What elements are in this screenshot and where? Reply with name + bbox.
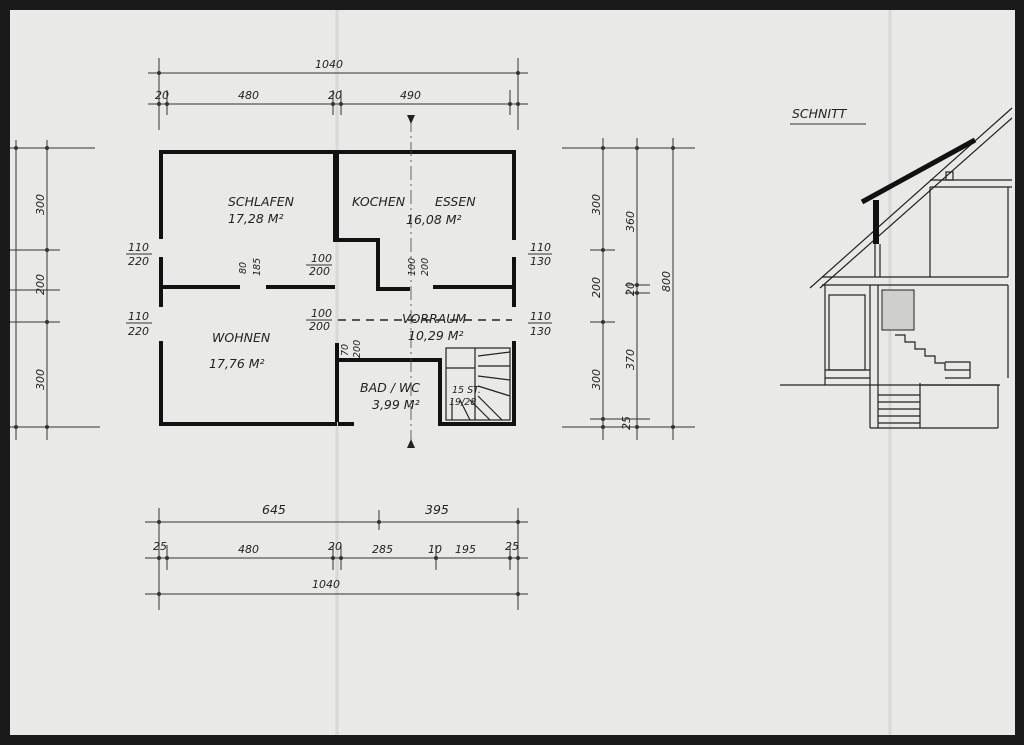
door-kitchen-dim: 100 <box>407 258 418 276</box>
room-area-essen: 16,08 M² <box>406 212 462 227</box>
opening-right-lower-bottom: 130 <box>530 325 551 338</box>
room-name-vorraum: VORRAUM <box>402 311 466 326</box>
door-schlafen-dim: 185 <box>252 258 263 276</box>
door-mid-lower-top: 100 <box>311 307 332 320</box>
dim-right-inner: 20 <box>624 282 637 296</box>
dim-left-part: 200 <box>34 274 47 295</box>
section-marker-top <box>407 115 415 124</box>
stair: 15 ST. 19/28 <box>445 347 511 421</box>
dim-left-part: 300 <box>34 194 47 215</box>
dim-bottom-lower: 195 <box>455 543 476 556</box>
stair-ratio-label: 19/28 <box>449 397 476 408</box>
room-area-vorraum: 10,29 M² <box>408 328 464 343</box>
dim-bottom-lower: 285 <box>372 543 393 556</box>
room-name-essen: ESSEN <box>435 194 476 209</box>
dim-left-part: 300 <box>34 369 47 390</box>
dim-top-total: 1040 <box>315 58 343 71</box>
opening-right-lower-top: 110 <box>530 310 551 323</box>
section-title: SCHNITT <box>792 106 848 121</box>
room-area-bad: 3,99 M² <box>372 397 420 412</box>
stair-steps-label: 15 ST. <box>452 385 481 396</box>
dim-right-inner: 360 <box>624 211 637 232</box>
door-mid-upper-top: 100 <box>311 252 332 265</box>
room-area-schlafen: 17,28 M² <box>228 211 284 226</box>
opening-left-upper-bottom: 220 <box>128 255 149 268</box>
floor-plan: 15 ST. 19/28 SCHLAFEN 17,28 M² KOCHEN ES… <box>126 115 552 448</box>
dim-top-part: 490 <box>400 89 421 102</box>
dim-right-outer: 300 <box>590 194 603 215</box>
door-schlafen-dim: 80 <box>238 262 249 274</box>
dim-right-outer: 300 <box>590 369 603 390</box>
room-name-schlafen: SCHLAFEN <box>228 194 295 209</box>
opening-left-lower-top: 110 <box>128 310 149 323</box>
door-bad-dim: 200 <box>352 340 363 358</box>
dim-right-total: 800 <box>660 271 673 292</box>
dim-bottom-lower: 480 <box>238 543 259 556</box>
room-area-wohnen: 17,76 M² <box>209 356 265 371</box>
door-bad-dim: 70 <box>340 344 351 356</box>
room-name-bad: BAD / WC <box>360 380 420 395</box>
dim-top-part: 480 <box>238 89 259 102</box>
door-kitchen-dim: 200 <box>420 258 431 276</box>
room-name-kochen: KOCHEN <box>352 194 406 209</box>
dim-top-part: 20 <box>328 89 342 102</box>
dim-right-outer: 200 <box>590 277 603 298</box>
dim-bottom-upper: 645 <box>262 502 286 517</box>
opening-left-upper-top: 110 <box>128 241 149 254</box>
dim-bottom-total: 1040 <box>312 578 340 591</box>
stair-shaft <box>881 289 915 331</box>
dim-bottom-lower: 25 <box>153 540 167 553</box>
dim-bottom-lower: 10 <box>428 543 442 556</box>
top-dimension-chain: 1040 20 480 20 490 <box>148 58 528 130</box>
opening-left-lower-bottom: 220 <box>128 325 149 338</box>
dim-right-inner: 370 <box>624 349 637 370</box>
dim-bottom-lower: 20 <box>328 540 342 553</box>
left-dimension-chain: 300 200 300 <box>10 140 100 440</box>
room-name-wohnen: WOHNEN <box>212 330 271 345</box>
right-dimension-chain: 300 200 300 25 360 20 370 800 <box>562 138 695 440</box>
dim-top-part: 20 <box>155 89 169 102</box>
dim-bottom-lower: 25 <box>505 540 519 553</box>
dim-bottom-upper: 395 <box>425 502 449 517</box>
door-mid-upper-bottom: 200 <box>309 265 330 278</box>
dim-right-outer: 25 <box>620 416 633 430</box>
bottom-dimension-chain: 645 395 25 480 20 285 10 195 25 1040 <box>145 502 528 610</box>
section-drawing: SCHNITT <box>780 106 1013 429</box>
door-mid-lower-bottom: 200 <box>309 320 330 333</box>
opening-right-upper-bottom: 130 <box>530 255 551 268</box>
opening-right-upper-top: 110 <box>530 241 551 254</box>
section-marker-bottom <box>407 439 415 448</box>
